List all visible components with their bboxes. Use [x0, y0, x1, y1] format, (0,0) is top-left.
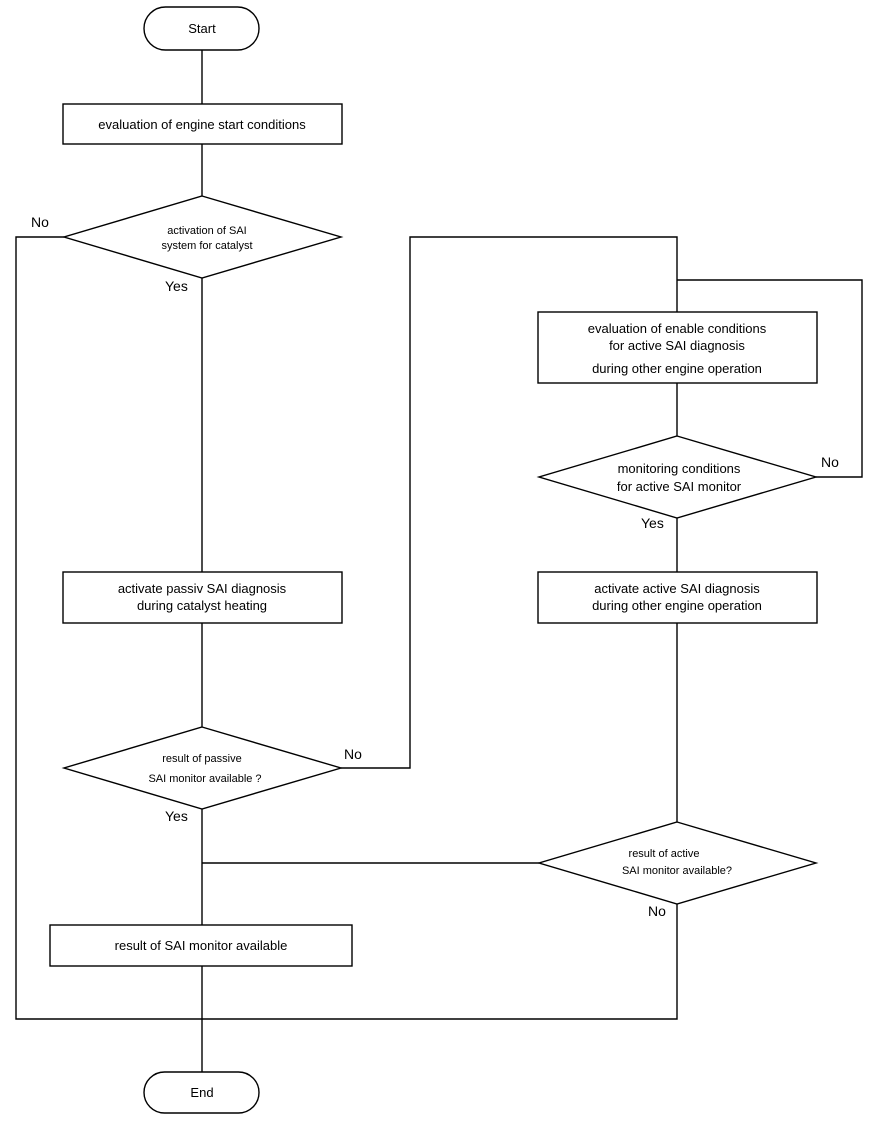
connector-activation-no	[15, 236, 202, 1020]
evaluation-enable-line-3: during other engine operation	[592, 361, 762, 376]
evaluation-engine-start-label: evaluation of engine start conditions	[98, 117, 306, 132]
activate-active-line-1: activate active SAI diagnosis	[594, 581, 760, 596]
result-sai-label: result of SAI monitor available	[115, 938, 288, 953]
evaluation-engine-start-box: evaluation of engine start conditions	[62, 103, 343, 145]
monitoring-conditions-decision: monitoring conditions for active SAI mon…	[536, 435, 819, 519]
activation-sai-line-2: system for catalyst	[161, 240, 252, 252]
result-passive-line-1: result of passive	[162, 753, 241, 765]
connector-monitoring-no-loop	[677, 279, 863, 478]
result-passive-line-2: SAI monitor available ?	[148, 773, 261, 785]
start-label: Start	[188, 21, 216, 36]
activate-passive-line-2: during catalyst heating	[137, 598, 267, 613]
result-passive-decision: result of passive SAI monitor available …	[61, 726, 344, 810]
end-node: End	[143, 1071, 260, 1114]
result-active-line-1: result of active	[629, 848, 700, 860]
active-result-no-label: No	[648, 903, 666, 919]
activate-passive-line-1: activate passiv SAI diagnosis	[118, 581, 287, 596]
activation-no-label: No	[31, 214, 49, 230]
result-sai-box: result of SAI monitor available	[49, 924, 353, 967]
activate-active-line-2: during other engine operation	[592, 598, 762, 613]
end-label: End	[190, 1085, 213, 1100]
result-active-decision: result of active SAI monitor available?	[536, 821, 819, 905]
passive-no-label: No	[344, 746, 362, 762]
passive-yes-label: Yes	[165, 808, 188, 824]
activate-active-box: activate active SAI diagnosis during oth…	[537, 571, 818, 624]
activation-sai-decision: activation of SAI system for catalyst	[61, 195, 344, 279]
evaluation-enable-box: evaluation of enable conditions for acti…	[537, 311, 818, 384]
evaluation-enable-line-1: evaluation of enable conditions	[588, 321, 767, 336]
connectors	[15, 50, 863, 1072]
connector-result-active-no	[202, 904, 678, 1020]
branch-labels: No Yes No Yes No Yes No	[31, 214, 839, 919]
monitoring-yes-label: Yes	[641, 515, 664, 531]
activation-yes-label: Yes	[165, 278, 188, 294]
activation-sai-line-1: activation of SAI	[167, 225, 247, 237]
evaluation-enable-line-2: for active SAI diagnosis	[609, 338, 745, 353]
result-active-line-2: SAI monitor available?	[622, 865, 732, 877]
monitoring-conditions-line-1: monitoring conditions	[618, 461, 741, 476]
monitoring-conditions-line-2: for active SAI monitor	[617, 479, 742, 494]
start-node: Start	[143, 6, 260, 51]
monitoring-no-label: No	[821, 454, 839, 470]
activate-passive-box: activate passiv SAI diagnosis during cat…	[62, 571, 343, 624]
connector-result-passive-no	[341, 236, 678, 769]
